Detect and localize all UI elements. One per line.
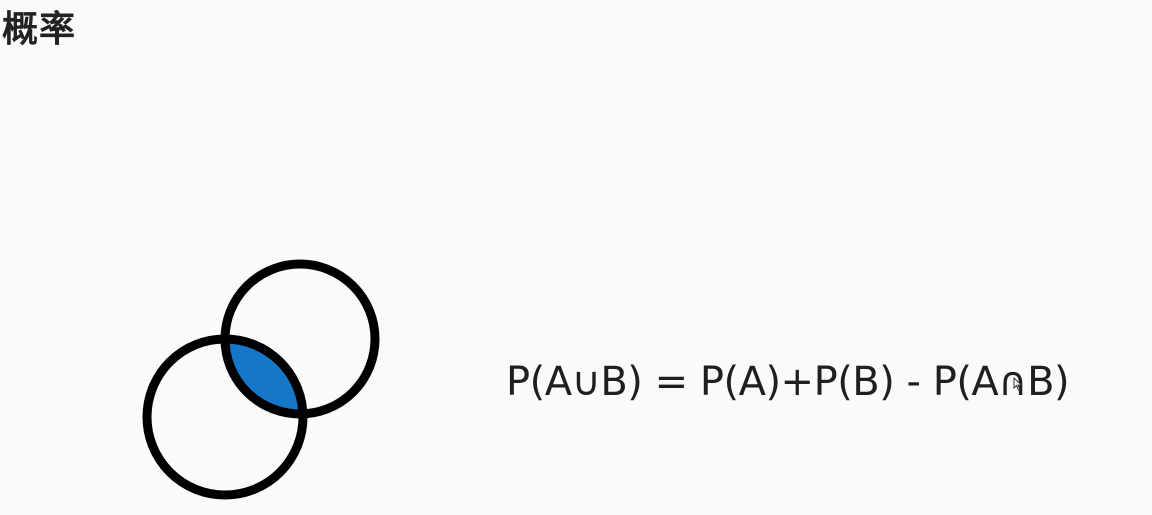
page-title: 概率 — [2, 9, 77, 50]
union-probability-formula: P(A∪B) = P(A)+P(B) - P(A∩B) — [506, 359, 1070, 405]
cursor-icon — [1013, 377, 1023, 391]
circle-b — [220, 259, 380, 419]
intersection-region — [225, 339, 303, 414]
